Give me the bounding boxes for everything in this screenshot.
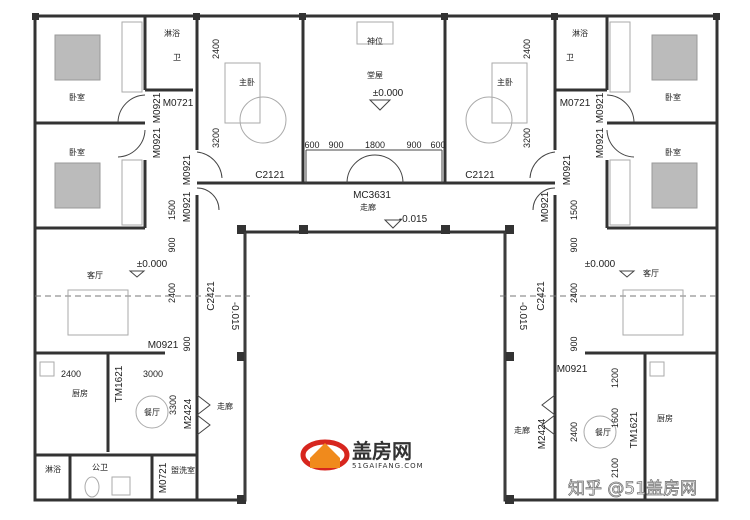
- dimension: 600: [430, 140, 445, 150]
- elevation: -0.015: [517, 302, 528, 331]
- dimension: 900: [328, 140, 343, 150]
- door-window-codes: M0721 M0921 M0921 M0921 M0921 C2121 MC36…: [114, 92, 640, 493]
- room-label: 客厅: [643, 268, 659, 278]
- dimension: 1800: [365, 140, 385, 150]
- room-label: 神位: [367, 36, 383, 46]
- elevation: ±0.000: [373, 88, 404, 99]
- door-code: TM1621: [629, 411, 640, 448]
- dimension: 2400: [569, 422, 579, 442]
- room-label: 淋浴: [164, 28, 180, 38]
- dimension: 900: [167, 237, 177, 252]
- room-label: 卧室: [665, 92, 681, 102]
- walls: [32, 13, 720, 504]
- door-code: M0921: [540, 191, 551, 222]
- room-label: 淋浴: [572, 28, 588, 38]
- room-label: 走廊: [217, 401, 233, 411]
- door-code: M0921: [595, 127, 606, 158]
- room-label: 主卧: [497, 77, 513, 87]
- door-code: M0721: [163, 98, 194, 109]
- dimension: 1600: [610, 408, 620, 428]
- room-label: 走廊: [514, 425, 530, 435]
- door-code: M0921: [152, 127, 163, 158]
- doors: [117, 94, 635, 436]
- dimension: 1500: [167, 200, 177, 220]
- door-window-code: MC3631: [353, 190, 391, 201]
- elevation: ±0.000: [585, 259, 616, 270]
- window-code: C2421: [206, 281, 217, 311]
- dimension: 900: [569, 237, 579, 252]
- elevation: -0.015: [399, 214, 428, 225]
- room-label: 主卧: [239, 77, 255, 87]
- room-label: 卧室: [69, 92, 85, 102]
- room-label: 卧室: [69, 147, 85, 157]
- watermark: 知乎 @51盖房网: [568, 479, 697, 499]
- dimension: 3300: [168, 395, 178, 415]
- room-label: 盥洗室: [171, 465, 195, 475]
- elevation: -0.015: [229, 302, 240, 331]
- room-label: 淋浴: [45, 464, 61, 474]
- dimensions: 2400 3200 600 900 1800 900 600 2400 3200…: [61, 39, 620, 478]
- door-code: M0721: [560, 98, 591, 109]
- dimension: 900: [406, 140, 421, 150]
- door-code: M0921: [182, 154, 193, 185]
- dimension: 1200: [610, 368, 620, 388]
- door-code: M0721: [158, 462, 169, 493]
- door-code: M2424: [183, 398, 194, 429]
- dimension: 1500: [569, 200, 579, 220]
- elevation-marks: ±0.000 -0.015 ±0.000 ±0.000 -0.015 -0.01…: [128, 88, 636, 331]
- window-code: C2421: [536, 281, 547, 311]
- room-label: 堂屋: [367, 70, 383, 80]
- door-code: M0921: [182, 191, 193, 222]
- door-code: M0921: [557, 364, 588, 375]
- dimension: 3000: [143, 369, 163, 379]
- room-label: 走廊: [360, 202, 376, 212]
- room-label: 卫: [173, 53, 181, 62]
- room-label: 公卫: [92, 463, 108, 472]
- logo: 盖房网 51GAIFANG.COM: [300, 439, 424, 471]
- door-code: M0921: [152, 92, 163, 123]
- dimension: 900: [569, 336, 579, 351]
- furniture: [39, 21, 698, 498]
- house-icon: [310, 443, 340, 468]
- room-label: 餐厅: [595, 428, 611, 437]
- window-code: C2121: [255, 170, 285, 181]
- door-code: M0921: [148, 340, 179, 351]
- dimension: 2100: [610, 458, 620, 478]
- logo-name: 盖房网: [352, 439, 412, 463]
- dimension: 3200: [522, 128, 532, 148]
- dimension: 2400: [61, 369, 81, 379]
- room-label: 客厅: [87, 270, 103, 280]
- room-label: 卫: [566, 53, 574, 62]
- door-code: M2424: [537, 418, 548, 449]
- room-label: 厨房: [657, 413, 673, 423]
- window-code: C2121: [465, 170, 495, 181]
- dimension: 2400: [167, 283, 177, 303]
- room-label: 厨房: [72, 388, 88, 398]
- room-label: 卧室: [665, 147, 681, 157]
- door-code: TM1621: [114, 365, 125, 402]
- dimension: 2400: [569, 283, 579, 303]
- room-label: 餐厅: [144, 408, 160, 417]
- door-code: M0921: [562, 154, 573, 185]
- dimension: 3200: [211, 128, 221, 148]
- dimension: 2400: [522, 39, 532, 59]
- room-labels: 卧室 卧室 淋浴 卫 主卧 神位 堂屋 主卧 卫 淋浴 卧室 卧室 走廊 客厅 …: [45, 28, 681, 475]
- door-code: M0921: [595, 92, 606, 123]
- dimension: 2400: [211, 39, 221, 59]
- dimension: 900: [182, 336, 192, 351]
- logo-domain: 51GAIFANG.COM: [352, 462, 424, 470]
- dimension: 600: [304, 140, 319, 150]
- elevation: ±0.000: [137, 259, 168, 270]
